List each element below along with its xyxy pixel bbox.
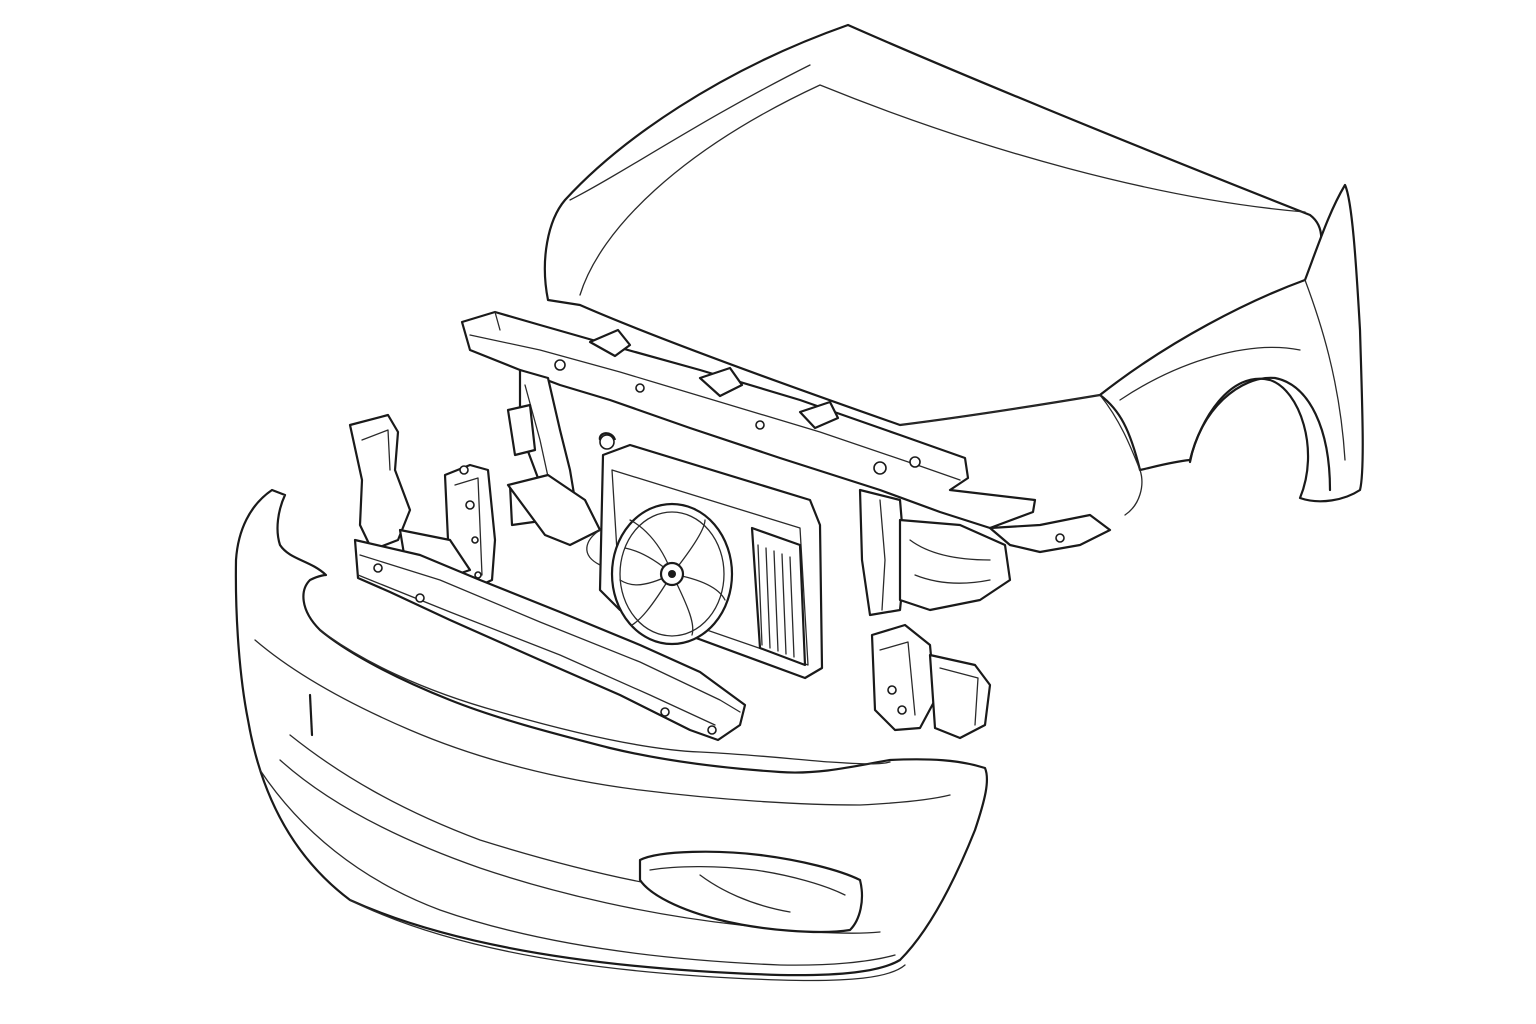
front-bumper-cover	[234, 488, 989, 982]
hood-and-fender	[543, 23, 1364, 516]
radiator-fins	[757, 544, 795, 658]
bumper-reinforcement	[353, 538, 747, 742]
crash-box-right	[870, 623, 992, 740]
fan-icon	[619, 519, 726, 636]
crash-box-left	[348, 413, 497, 592]
radiator-support	[460, 310, 1112, 617]
radiator-fan-assembly	[586, 432, 824, 680]
